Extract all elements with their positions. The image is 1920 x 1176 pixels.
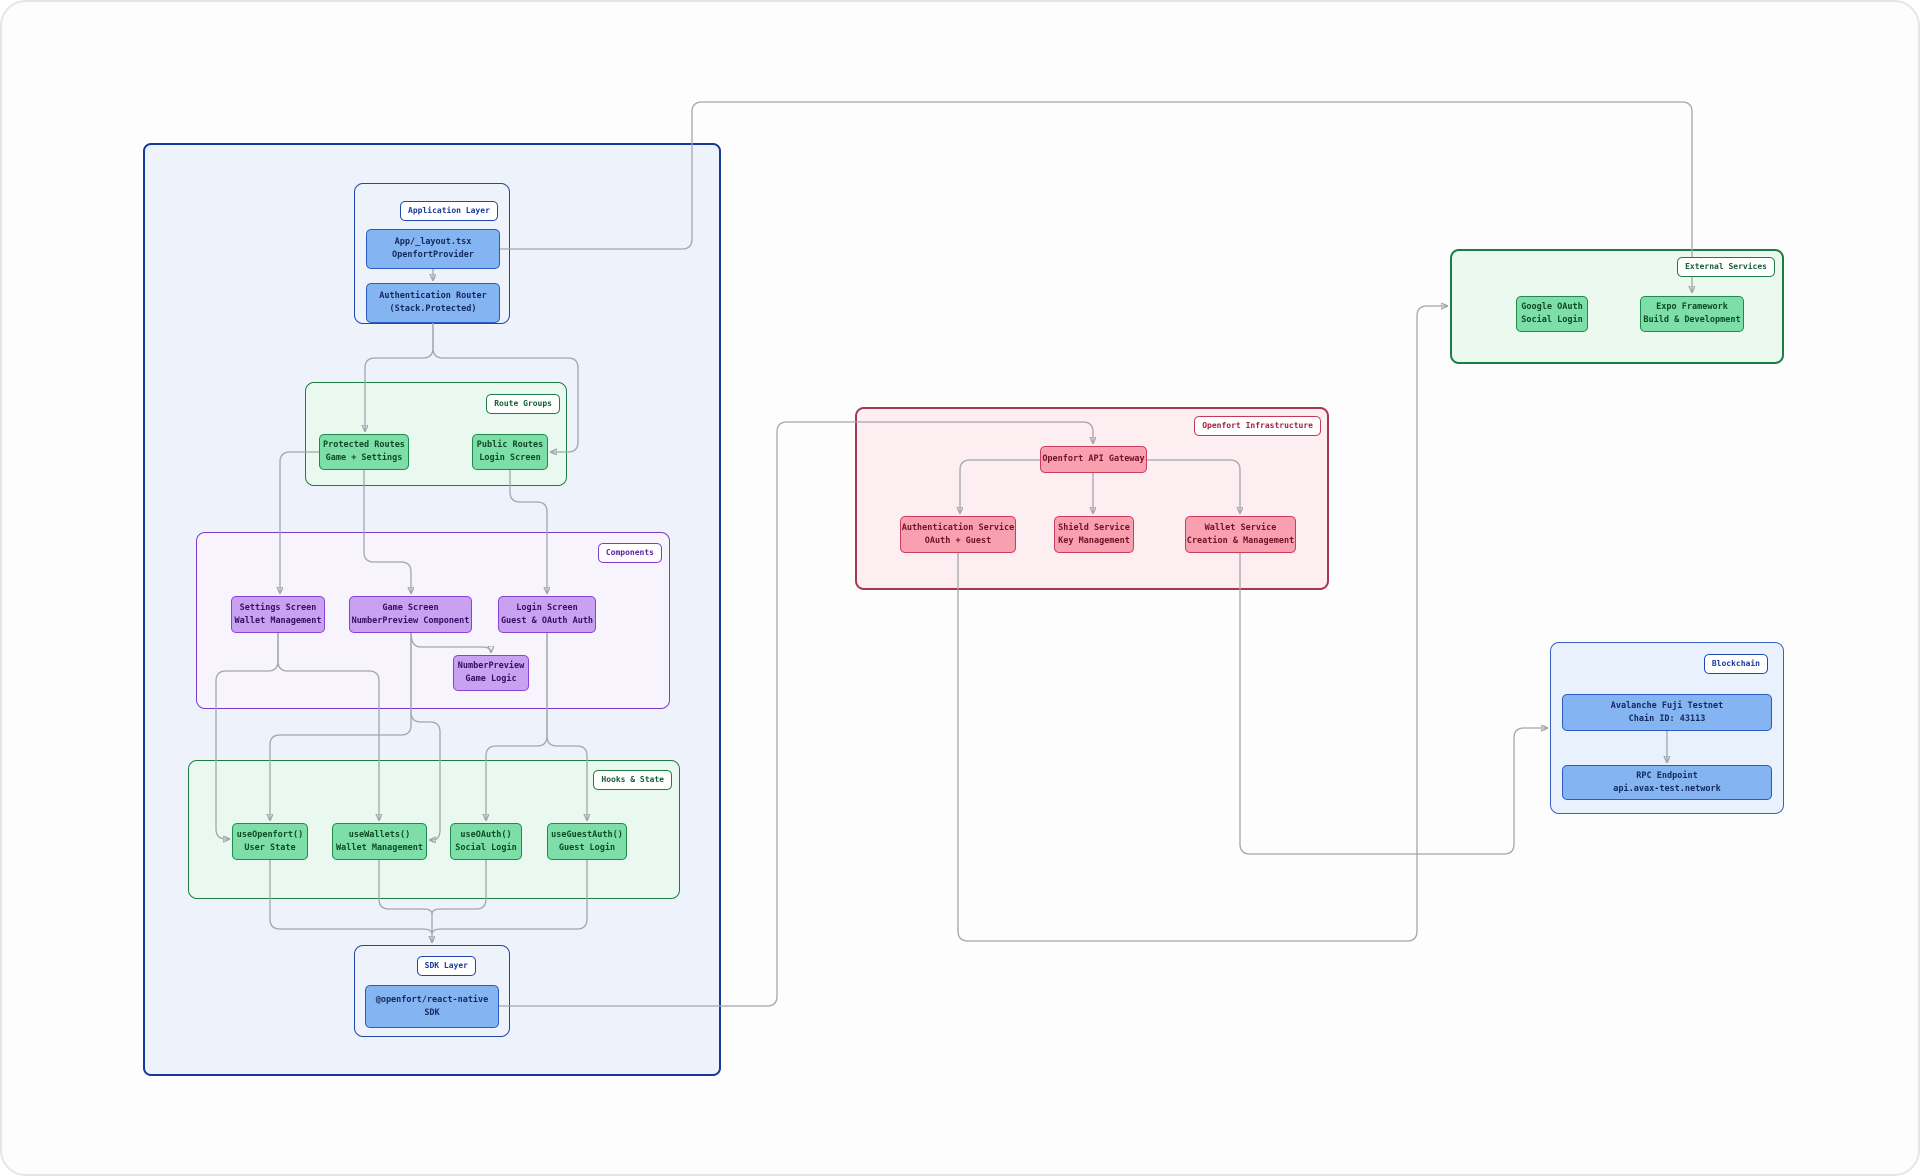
edge-protected-to-game (363, 470, 411, 593)
label-components: Components (597, 543, 662, 563)
label-blockchain: Blockchain (1703, 654, 1768, 674)
edge-useopenfort-to-sdk (269, 860, 433, 935)
node-shield-service: Shield Service Key Management (1054, 516, 1134, 553)
edge-login-to-useguestauth (546, 633, 587, 820)
edge-gateway-to-auth-service (960, 459, 1040, 513)
node-app-layout: App/_layout.tsx OpenfortProvider (366, 229, 500, 269)
node-wallet-service: Wallet Service Creation & Management (1185, 516, 1296, 553)
edge-settings-to-usewallets (277, 633, 379, 820)
edge-wallet-service-to-blockchain (1239, 553, 1547, 855)
node-auth-router: Authentication Router (Stack.Protected) (366, 283, 500, 323)
edge-protected-to-settings (280, 451, 319, 593)
edge-game-to-usewallets (410, 633, 441, 840)
edge-useguestauth-to-sdk (431, 860, 588, 935)
node-avalanche: Avalanche Fuji Testnet Chain ID: 43113 (1562, 694, 1772, 731)
group-application-layer (354, 183, 510, 324)
node-rpc-endpoint: RPC Endpoint api.avax-test.network (1562, 765, 1772, 800)
node-google-oauth: Google OAuth Social Login (1516, 296, 1588, 332)
node-settings-screen: Settings Screen Wallet Management (231, 596, 325, 633)
node-login-screen: Login Screen Guest & OAuth Auth (498, 596, 596, 633)
edge-gateway-to-wallet-service (1147, 459, 1240, 513)
edge-public-to-login (509, 470, 547, 593)
label-application-layer: Application Layer (400, 201, 498, 221)
label-hooks-state: Hooks & State (593, 770, 672, 790)
label-route-groups: Route Groups (486, 394, 560, 414)
edge-game-to-numberpreview (410, 632, 491, 652)
edge-auth-service-to-external (957, 306, 1447, 942)
node-use-oauth: useOAuth() Social Login (450, 823, 522, 860)
node-public-routes: Public Routes Login Screen (472, 434, 548, 470)
edge-app-layout-to-expo (500, 101, 1692, 292)
label-sdk-layer: SDK Layer (416, 956, 476, 976)
node-expo-framework: Expo Framework Build & Development (1640, 296, 1744, 332)
node-use-guest-auth: useGuestAuth() Guest Login (547, 823, 627, 860)
node-api-gateway: Openfort API Gateway (1040, 446, 1147, 473)
node-protected-routes: Protected Routes Game + Settings (319, 434, 409, 470)
node-use-wallets: useWallets() Wallet Management (332, 823, 427, 860)
node-auth-service: Authentication Service OAuth + Guest (900, 516, 1016, 553)
edge-auth-router-to-protected (365, 323, 434, 431)
label-external-services: External Services (1677, 257, 1775, 277)
group-sdk-layer (354, 945, 510, 1037)
node-sdk: @openfort/react-native SDK (365, 985, 499, 1028)
edge-settings-to-useopenfort (215, 633, 279, 839)
edge-auth-router-to-public (432, 323, 579, 452)
label-openfort-infrastructure: Openfort Infrastructure (1194, 416, 1321, 436)
edge-sdk-to-api-gateway (499, 421, 1093, 1007)
node-game-screen: Game Screen NumberPreview Component (349, 596, 472, 633)
node-use-openfort: useOpenfort() User State (232, 823, 308, 860)
edge-useoauth-to-sdk (431, 860, 487, 915)
edge-game-to-useopenfort (270, 633, 412, 820)
edge-login-to-useoauth (486, 633, 548, 820)
edge-usewallets-to-sdk (378, 860, 433, 915)
node-number-preview: NumberPreview Game Logic (453, 655, 529, 691)
